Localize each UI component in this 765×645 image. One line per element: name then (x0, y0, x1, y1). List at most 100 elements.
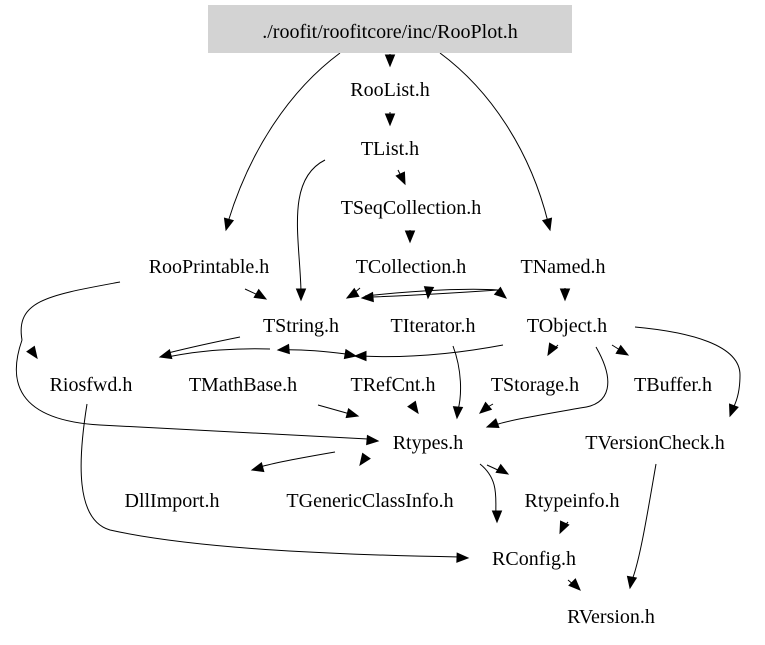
edge-tcollection-to-tstring (345, 287, 361, 299)
node-label: TGenericClassInfo.h (286, 490, 453, 512)
edge-tversioncheck-to-rversion (626, 463, 657, 590)
node-dllimport[interactable]: DllImport.h (125, 490, 220, 512)
edge-line (167, 336, 241, 354)
node-label: TRefCnt.h (351, 374, 436, 396)
node-label: TMathBase.h (189, 374, 297, 396)
node-tnamed[interactable]: TNamed.h (521, 256, 606, 278)
arrowhead-icon (276, 343, 290, 355)
arrowhead-icon (493, 286, 508, 299)
arrowhead-icon (626, 575, 638, 590)
node-rversion[interactable]: RVersion.h (567, 606, 655, 628)
edge-rtypes-to-dllimport (250, 451, 336, 473)
node-tseqcollection[interactable]: TSeqCollection.h (341, 197, 482, 219)
node-rooprintable[interactable]: RooPrintable.h (149, 256, 270, 278)
edge-line (634, 326, 741, 411)
edge-tstring-to-tmathbase (167, 343, 290, 358)
arrowhead-icon (547, 342, 559, 357)
node-label: TStorage.h (491, 374, 579, 396)
edge-tobject-to-tbuffer (611, 344, 630, 356)
nodes-layer: ./roofit/roofitcore/inc/RooPlot.hRooList… (50, 5, 725, 628)
edge-root-to-rooprintable (223, 52, 341, 232)
edge-line (80, 403, 461, 558)
edge-rtypes-to-rtypeinfo (486, 463, 510, 475)
node-tstring[interactable]: TString.h (263, 315, 339, 337)
arrowhead-icon (384, 113, 396, 127)
edge-tcollection-to-titerator (423, 286, 435, 300)
arrowhead-icon (250, 461, 265, 473)
arrowhead-icon (384, 54, 396, 68)
node-label: TSeqCollection.h (341, 197, 482, 219)
edge-line (631, 463, 657, 581)
edge-tcollection-to-tobject (364, 286, 508, 299)
edge-rtypes-to-rconfig (479, 463, 503, 524)
edge-tseqcollection-to-tcollection (404, 230, 416, 244)
node-label: RConfig.h (492, 548, 576, 570)
node-titerator[interactable]: TIterator.h (391, 315, 476, 337)
node-riosfwd[interactable]: Riosfwd.h (50, 374, 133, 396)
node-tlist[interactable]: TList.h (361, 138, 419, 160)
arrowhead-icon (345, 407, 360, 419)
edge-tobject-to-riosfwd (353, 344, 504, 362)
node-tversioncheck[interactable]: TVersionCheck.h (585, 432, 724, 454)
root-node-box (208, 5, 572, 53)
edge-tobject-to-tstorage (547, 342, 559, 357)
edge-line (494, 346, 609, 426)
arrowhead-icon (353, 350, 367, 362)
node-label: TList.h (361, 138, 419, 160)
edge-tobject-to-tversioncheck (634, 326, 741, 418)
edge-rooprintable-to-riosfwd (20, 281, 121, 360)
edge-rtypes-to-tgenericclassinfo (359, 452, 371, 467)
arrowhead-icon (223, 217, 235, 232)
node-label: Rtypeinfo.h (525, 490, 620, 512)
arrowhead-icon (360, 291, 374, 303)
node-label: TVersionCheck.h (585, 432, 724, 454)
node-tmathbase[interactable]: TMathBase.h (189, 374, 297, 396)
node-label: TObject.h (527, 315, 607, 337)
node-label: DllImport.h (125, 490, 220, 512)
node-label: RooPrintable.h (149, 256, 270, 278)
arrowhead-icon (345, 287, 360, 299)
edge-trefcnt-to-rtypes (407, 400, 419, 415)
node-label: Riosfwd.h (50, 374, 133, 396)
edge-line (296, 159, 326, 293)
edge-root-to-tnamed (439, 52, 553, 232)
edge-tstring-to-trefcnt (277, 348, 358, 360)
arrowhead-icon (295, 288, 307, 302)
arrowhead-icon (559, 520, 570, 535)
arrowhead-icon (729, 403, 739, 418)
node-label: TIterator.h (391, 315, 476, 337)
edge-tmathbase-to-rtypes (317, 404, 360, 419)
edge-line (359, 344, 504, 358)
node-tobject[interactable]: TObject.h (527, 315, 607, 337)
edge-rooprintable-to-tstring (244, 288, 268, 300)
root-node[interactable]: ./roofit/roofitcore/inc/RooPlot.h (208, 5, 572, 53)
node-tcollection[interactable]: TCollection.h (356, 256, 467, 278)
node-tbuffer[interactable]: TBuffer.h (634, 374, 712, 396)
edge-line (227, 52, 341, 223)
arrowhead-icon (407, 400, 419, 415)
edge-tstorage-to-rtypes (478, 401, 494, 414)
arrowhead-icon (456, 552, 470, 563)
arrowhead-icon (253, 288, 268, 300)
node-label: RVersion.h (567, 606, 655, 628)
node-trefcnt[interactable]: TRefCnt.h (351, 374, 436, 396)
arrowhead-icon (478, 401, 493, 414)
node-rtypeinfo[interactable]: Rtypeinfo.h (525, 490, 620, 512)
edge-line (479, 463, 497, 516)
node-label: TBuffer.h (634, 374, 712, 396)
node-tgenericclassinfo[interactable]: TGenericClassInfo.h (286, 490, 453, 512)
node-roolist[interactable]: RooList.h (350, 79, 429, 101)
edge-line (167, 348, 271, 358)
node-label: ./roofit/roofitcore/inc/RooPlot.h (262, 21, 518, 43)
node-label: RooList.h (350, 79, 429, 101)
node-rtypes[interactable]: Rtypes.h (393, 432, 464, 454)
edge-line (20, 281, 121, 341)
node-tstorage[interactable]: TStorage.h (491, 374, 579, 396)
arrowhead-icon (423, 286, 435, 300)
edge-rconfig-to-rversion (567, 578, 581, 591)
node-rconfig[interactable]: RConfig.h (492, 548, 576, 570)
edge-root-to-roolist (384, 54, 396, 68)
edge-line (364, 288, 499, 297)
arrowhead-icon (359, 452, 371, 467)
